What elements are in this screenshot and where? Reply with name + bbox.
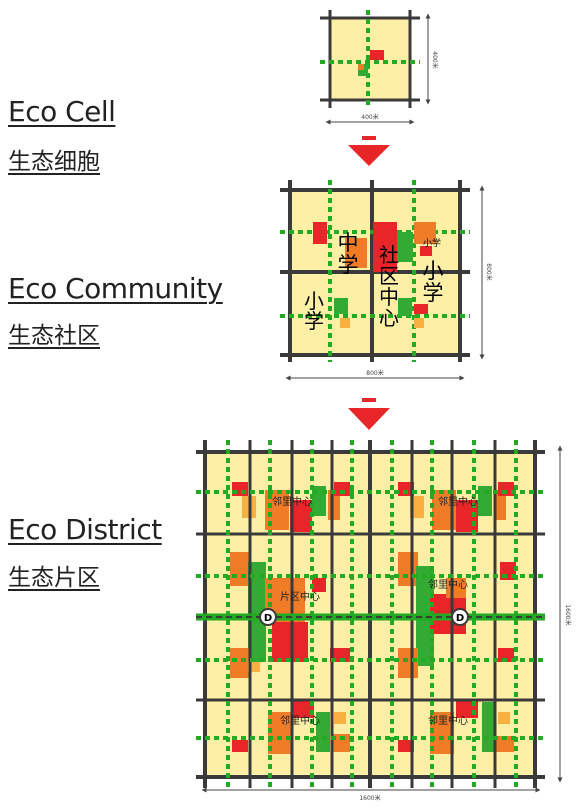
district-facility — [292, 700, 314, 718]
neighborhood-center-label: 邻里中心 — [428, 714, 468, 727]
district-facility — [316, 712, 330, 752]
community-height-dim: 800米 — [485, 263, 493, 280]
station-icon — [259, 608, 277, 626]
cell-height-dim: 400米 — [431, 51, 439, 68]
district-facility — [498, 712, 510, 724]
district-facility — [398, 482, 414, 496]
neighborhood-center-label: 邻里中心 — [280, 714, 320, 727]
down-arrow-2 — [348, 398, 390, 430]
district-facility — [248, 662, 260, 672]
eco-community-diagram: 中学 社区中心 小学 小学 小学 800米 800米 — [280, 180, 493, 381]
district-facility — [232, 740, 248, 752]
district-facility — [496, 736, 514, 752]
district-height-dim: 1600米 — [564, 604, 572, 625]
district-facility — [312, 578, 326, 592]
eco-cell-cn-label: 生态细胞 — [8, 149, 100, 175]
primary-school-large-label: 小学 — [423, 259, 444, 305]
eco-community-cn-label: 生态社区 — [8, 323, 100, 349]
district-facility — [290, 500, 312, 532]
community-width-dim: 800米 — [366, 369, 383, 377]
station-label: D — [264, 613, 272, 624]
district-facility — [230, 552, 250, 586]
eco-cell-label: Eco Cell — [8, 95, 116, 128]
district-facility — [230, 648, 250, 678]
district-facility — [248, 562, 266, 662]
primary-school-small-label: 小学 — [423, 237, 441, 249]
eco-community-label: Eco Community — [8, 272, 223, 305]
station-icon — [451, 608, 469, 626]
district-facility — [398, 552, 418, 586]
eco-district-cn-label: 生态片区 — [8, 565, 100, 591]
district-facility — [398, 648, 418, 678]
community-center-label: 社区中心 — [379, 243, 399, 330]
station-label: D — [456, 613, 464, 624]
neighborhood-center-label: 邻里中心 — [272, 495, 312, 508]
cell-width-dim: 400米 — [361, 113, 378, 121]
district-center-label: 片区中心 — [280, 590, 320, 603]
district-width-dim: 1600米 — [359, 794, 380, 802]
primary-school-left-label: 小学 — [304, 289, 324, 333]
eco-cell-diagram: 400米 400米 — [320, 10, 439, 125]
district-facility — [334, 712, 346, 724]
down-arrow-1 — [348, 136, 390, 166]
district-facility — [494, 490, 506, 520]
district-facility — [398, 740, 414, 752]
district-facility — [272, 622, 308, 662]
district-facility — [334, 482, 350, 496]
middle-school-label: 中学 — [338, 231, 359, 277]
eco-district-label: Eco District — [8, 513, 162, 546]
neighborhood-center-label: 邻里中心 — [438, 495, 478, 508]
neighborhood-center-label: 邻里中心 — [428, 578, 468, 591]
district-facility — [332, 734, 350, 752]
